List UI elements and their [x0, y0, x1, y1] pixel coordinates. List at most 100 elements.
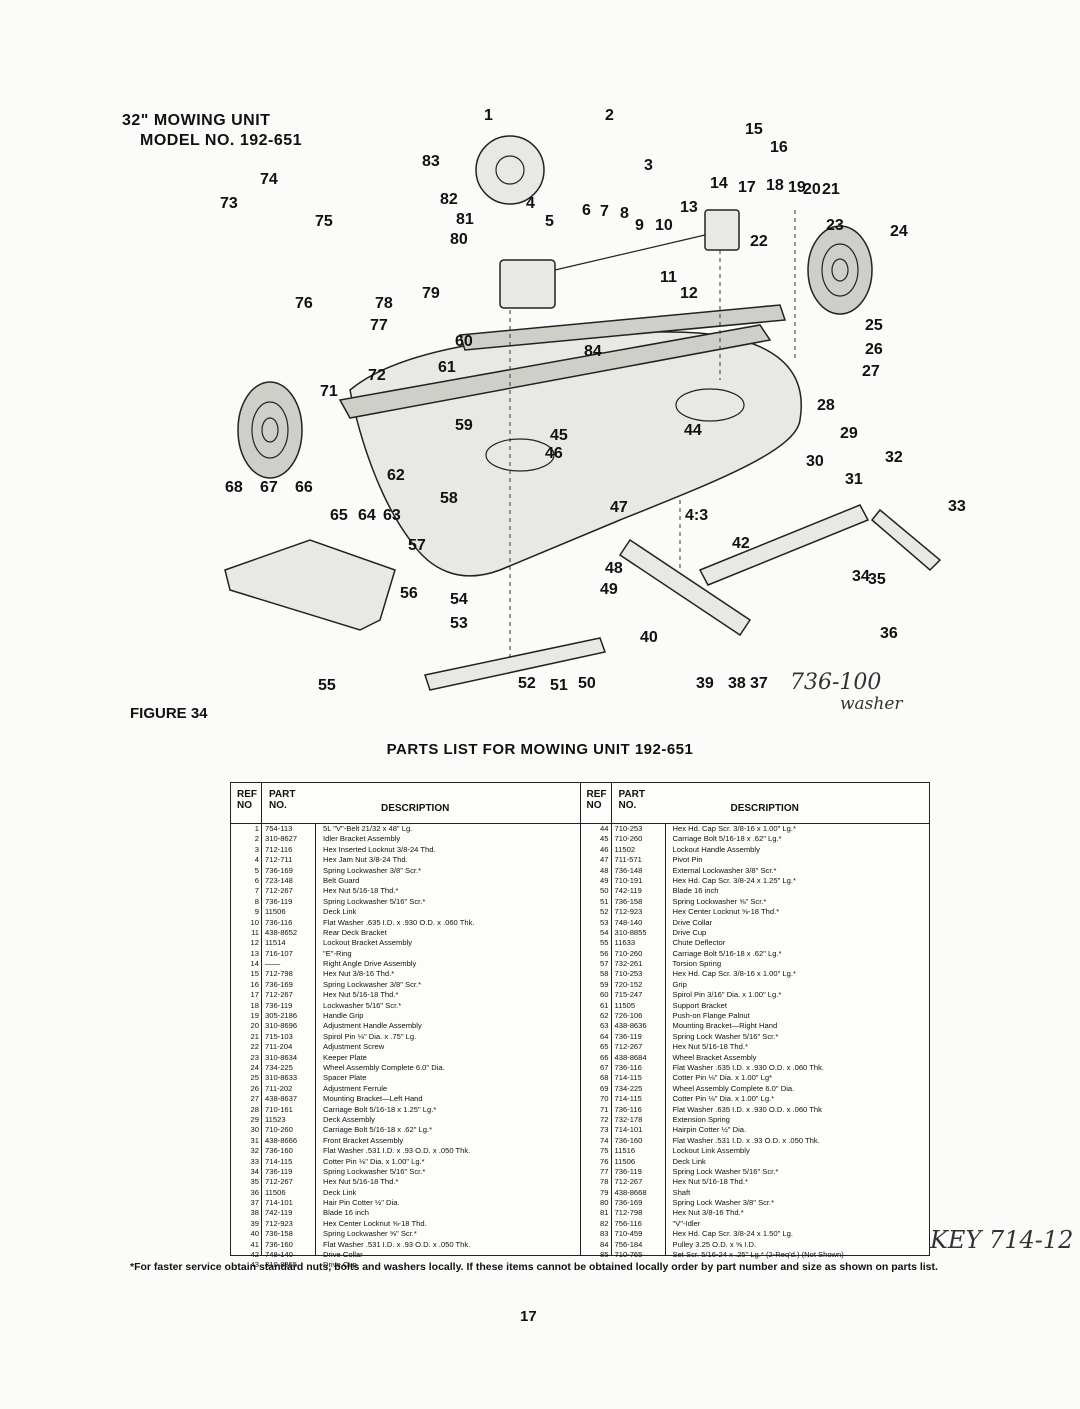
table-row: 14——Right Angle Drive Assembly: [231, 959, 580, 969]
description-cell: Flat Washer .531 I.D. x .93 O.D. x .050 …: [323, 1146, 471, 1156]
description-cell: Spacer Plate: [323, 1073, 367, 1083]
part-number-cell: 438-8637: [265, 1094, 298, 1104]
part-number-cell: 11506: [265, 1187, 286, 1197]
callout: 79: [422, 285, 440, 302]
part-number-cell: 438-8668: [614, 1187, 647, 1197]
description-cell: Pulley 3.25 O.D. x ⅝ I.D.: [672, 1239, 757, 1249]
part-number-cell: 736-116: [614, 1104, 642, 1114]
part-number-cell: 736-116: [265, 917, 293, 927]
part-number-cell: 736-119: [265, 1000, 293, 1010]
description-cell: Blade 16 inch: [672, 886, 719, 896]
callout: 61: [438, 359, 456, 376]
part-number-cell: 310-8633: [265, 1073, 298, 1083]
callout: 23: [826, 217, 844, 234]
callout: 47: [610, 499, 628, 516]
part-number-cell: 712-267: [265, 990, 293, 1000]
callout: 33: [948, 498, 966, 515]
callout: 72: [368, 367, 386, 384]
part-number-cell: 710-191: [614, 875, 643, 885]
callout: 4: [526, 195, 535, 212]
callout: 45: [550, 427, 568, 444]
model-number: MODEL NO. 192-651: [140, 132, 303, 149]
table-header: REF NO PART NO. DESCRIPTION: [231, 783, 580, 824]
handwritten-key-note: KEY 714-12: [930, 1226, 1074, 1254]
front-bracket: [698, 504, 870, 586]
callout: 64: [358, 507, 376, 524]
part-number-cell: 711-202: [265, 1083, 293, 1093]
ref-cell: 63: [600, 1021, 609, 1031]
desc-header: DESCRIPTION: [730, 803, 799, 814]
part-number-cell: 11505: [614, 1000, 636, 1010]
ref-cell: 31: [250, 1135, 259, 1145]
ref-cell: 70: [600, 1094, 609, 1104]
part-number-cell: 716-107: [265, 948, 293, 958]
description-cell: Hex Inserted Locknut 3/8-24 Thd.: [323, 844, 436, 854]
ref-cell: 39: [250, 1218, 259, 1228]
part-number-cell: 710-253: [614, 824, 643, 833]
callout: 9: [635, 217, 644, 234]
description-cell: Lockwasher 5/16" Scr.*: [323, 1000, 402, 1010]
parts-list-title: PARTS LIST FOR MOWING UNIT 192-651: [386, 741, 694, 758]
description-cell: 5L "V"-Belt 21/32 x 48" Lg.: [323, 824, 413, 833]
callout: 73: [220, 195, 238, 212]
ref-cell: 35: [250, 1177, 259, 1187]
part-number-cell: 438-8684: [614, 1052, 647, 1062]
ref-cell: 2: [254, 834, 259, 844]
ref-cell: 28: [250, 1104, 259, 1114]
callout: 46: [545, 445, 563, 462]
part-number-cell: 736-119: [265, 896, 293, 906]
ref-cell: 52: [600, 907, 609, 917]
callout: 12: [680, 285, 698, 302]
ref-cell: 13: [250, 948, 259, 958]
description-cell: Mounting Bracket—Right Hand: [672, 1021, 778, 1031]
ref-cell: 76: [600, 1156, 609, 1166]
description-cell: Torsion Spring: [672, 959, 722, 969]
deck-spindle-left: [485, 438, 555, 472]
callout: 76: [295, 295, 313, 312]
callout: 52: [518, 675, 536, 692]
description-cell: Drive Cup: [672, 927, 707, 937]
callout: 55: [318, 677, 336, 694]
callout: 5: [545, 213, 554, 230]
callout: 37: [750, 675, 768, 692]
description-cell: Mounting Bracket—Left Hand: [323, 1094, 423, 1104]
part-number-cell: 748-140: [265, 1250, 293, 1260]
callout: 1: [484, 107, 493, 124]
description-cell: Carriage Bolt 5/16-18 x 1.25" Lg.*: [323, 1104, 437, 1114]
part-number-cell: 438-8636: [614, 1021, 647, 1031]
callout: 11: [660, 269, 677, 286]
ref-cell: 3: [254, 844, 259, 854]
ref-cell: 33: [250, 1156, 259, 1166]
chute-deflector: [224, 539, 396, 631]
frame-rail-rear: [458, 304, 787, 351]
description-cell: Adjustment Handle Assembly: [323, 1021, 422, 1031]
description-cell: Carriage Bolt 5/16-18 x .62" Lg.*: [672, 834, 782, 844]
description-cell: Extension Spring: [672, 1114, 730, 1124]
blade-left: [424, 637, 606, 691]
description-cell: Spring Lock Washer 3/8" Scr.*: [672, 1198, 775, 1208]
